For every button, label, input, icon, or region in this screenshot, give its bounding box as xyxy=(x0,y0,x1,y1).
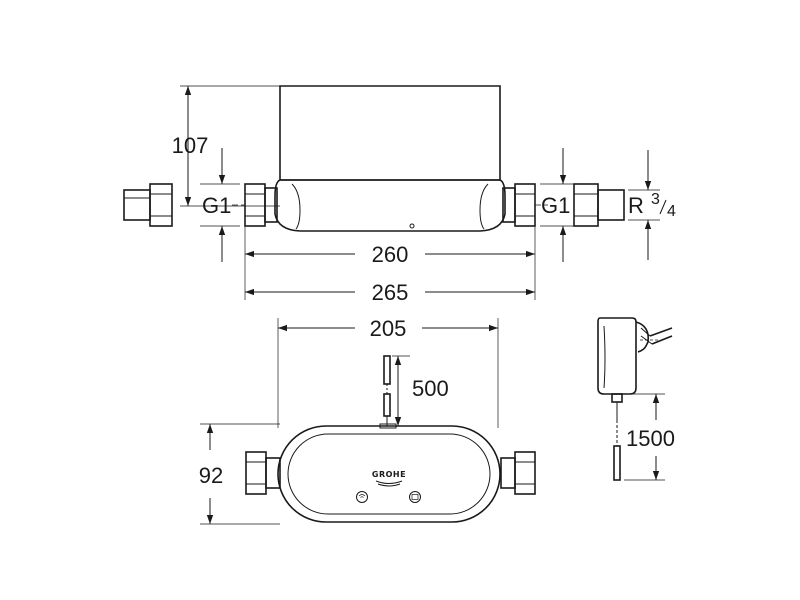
water-icon xyxy=(411,494,419,500)
housing-top xyxy=(279,85,501,181)
thread-right-label: G1 xyxy=(541,193,570,218)
dim-107-label: 107 xyxy=(172,133,209,158)
sensor-cable: 500 xyxy=(383,355,449,426)
dimension-260: 260 xyxy=(244,226,536,300)
dim-260-label: 260 xyxy=(372,242,409,267)
water-button[interactable] xyxy=(409,491,421,503)
device-outer xyxy=(277,425,501,523)
side-view xyxy=(123,85,625,232)
dimension-205: 205 xyxy=(277,316,499,428)
dim-92-label: 92 xyxy=(199,463,223,488)
thread-left-label: G1 xyxy=(202,193,231,218)
front-view: GROHE xyxy=(245,423,536,523)
grohe-logo: GROHE xyxy=(372,470,406,487)
thread-outlet-r: R xyxy=(628,193,644,218)
dimension-265: 265 xyxy=(245,280,535,305)
dim-265-label: 265 xyxy=(372,280,409,305)
thread-outlet-numerator: 3 xyxy=(651,191,660,208)
dim-1500-label: 1500 xyxy=(626,426,675,451)
wifi-icon xyxy=(358,494,366,498)
brand-label: GROHE xyxy=(372,470,406,479)
device-inner xyxy=(287,433,491,515)
dimension-1500: 1500 xyxy=(622,393,675,481)
dimension-107: 107 xyxy=(172,86,209,206)
power-adapter xyxy=(597,317,673,481)
dimension-92: 92 xyxy=(199,423,280,525)
dim-205-label: 205 xyxy=(370,316,407,341)
wifi-button[interactable] xyxy=(356,491,368,503)
dim-500-label: 500 xyxy=(412,376,449,401)
pipe-body xyxy=(274,179,506,232)
thread-right-callout: G1 xyxy=(540,148,580,262)
thread-outlet-callout: R 3 4 xyxy=(628,150,676,260)
thread-outlet-denominator: 4 xyxy=(667,203,676,220)
thread-left-callout: G1 xyxy=(200,148,240,262)
